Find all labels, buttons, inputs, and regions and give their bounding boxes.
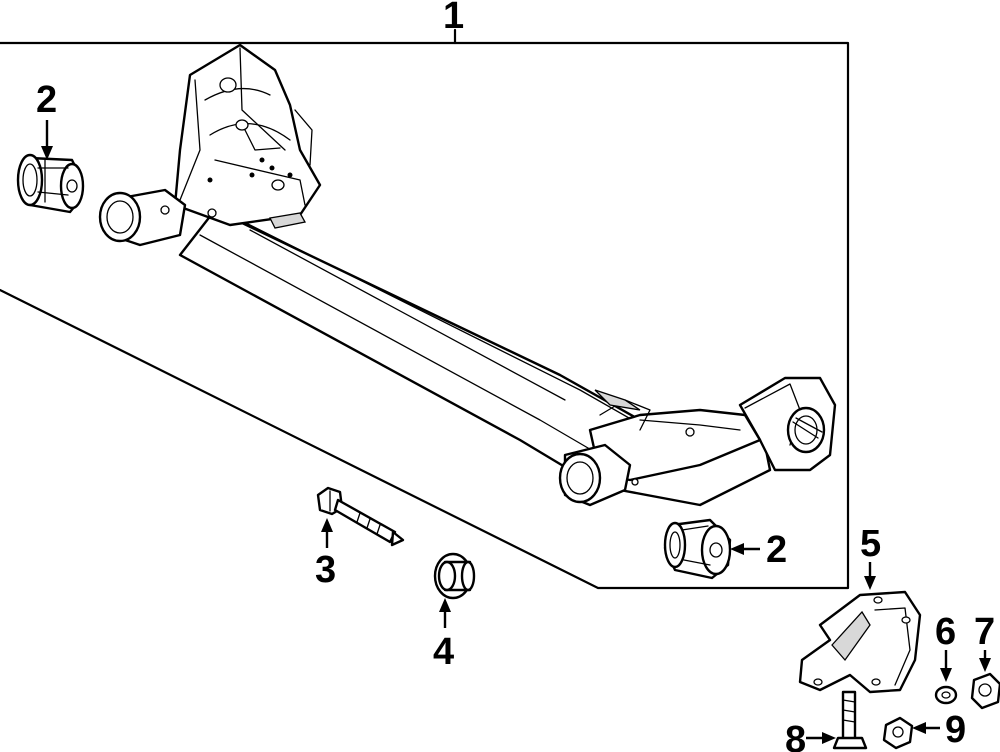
callout-2-left: 2 [36,79,57,121]
callout-1: 1 [443,0,464,37]
callout-8: 8 [785,719,806,752]
leader-arrows [41,120,991,744]
bracket-bolt [832,690,868,750]
callout-4: 4 [433,631,454,673]
callout-6: 6 [935,611,956,653]
callout-2-right: 2 [766,529,787,571]
callout-3: 3 [315,549,336,591]
flange-nut-9 [882,716,914,750]
bushing-left [16,153,85,214]
flange-nut-7 [970,672,1000,710]
callout-7: 7 [974,611,995,653]
callout-9: 9 [945,709,966,751]
callout-5: 5 [860,523,881,565]
assembly-boundary [0,28,850,590]
spacer-washer [433,552,476,600]
mounting-bracket [798,590,922,694]
rear-axle-beam [98,43,837,507]
bushing-right [663,518,732,580]
bolt-long [316,486,405,547]
flat-washer [934,685,958,705]
